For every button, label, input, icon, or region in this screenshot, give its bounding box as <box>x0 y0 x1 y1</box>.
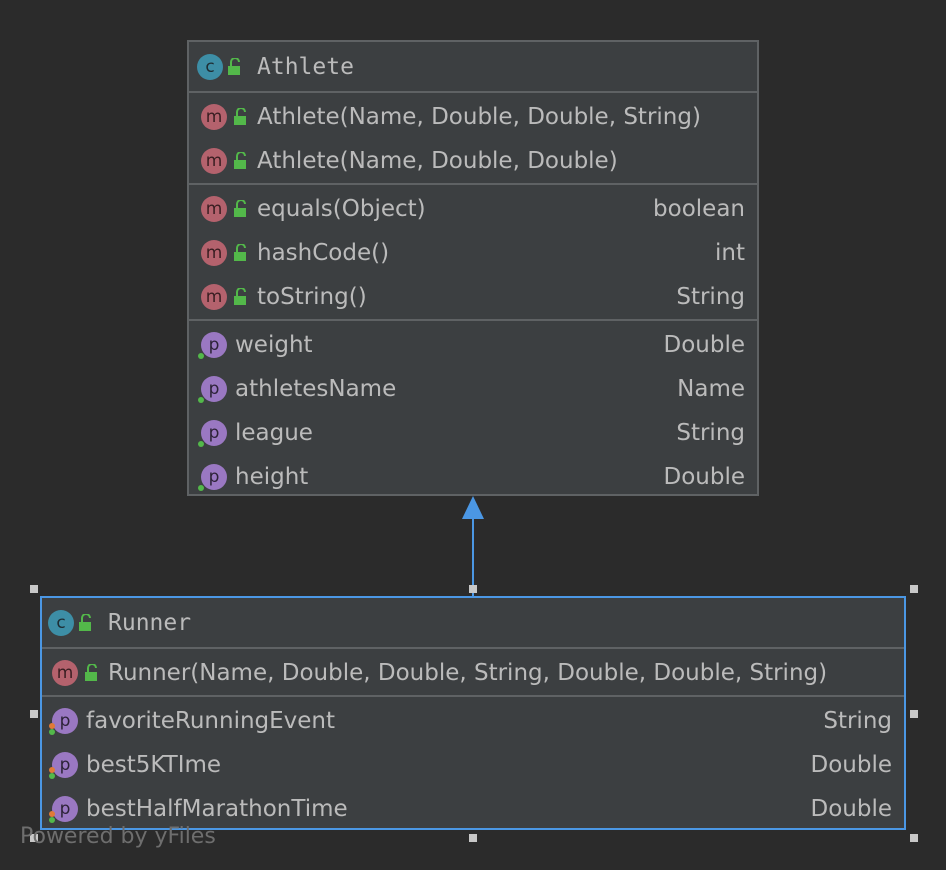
resize-handle-bottom-left[interactable] <box>30 834 38 842</box>
method-name: hashCode() <box>257 240 390 266</box>
property-name: league <box>235 420 313 446</box>
unlocked-padlock-icon <box>234 288 246 305</box>
property-badge-letter: p <box>208 335 220 355</box>
resize-handle-top-right[interactable] <box>910 585 918 593</box>
method-return-type: int <box>715 240 745 266</box>
getter-dot-icon <box>49 773 55 779</box>
resize-handle-middle-left[interactable] <box>30 710 38 718</box>
property-type: Double <box>810 752 893 778</box>
method-return-type: boolean <box>653 196 745 222</box>
constructor-row[interactable]: m Athlete(Name, Double, Double, String) <box>189 95 757 139</box>
unlocked-padlock-icon <box>234 152 246 169</box>
runner-class-node[interactable]: c Runner m Runner(Name, Double, Double, … <box>40 596 906 830</box>
method-icon: m <box>201 148 227 174</box>
unlocked-padlock-icon <box>79 613 91 631</box>
property-row[interactable]: p league String <box>189 411 757 455</box>
constructor-signature: Runner(Name, Double, Double, String, Dou… <box>108 660 828 686</box>
method-row[interactable]: m toString() String <box>189 275 757 319</box>
setter-dot-icon <box>49 811 55 817</box>
resize-handle-top-center[interactable] <box>469 585 477 593</box>
constructor-row[interactable]: m Athlete(Name, Double, Double) <box>189 139 757 183</box>
getter-dot-icon <box>49 729 55 735</box>
property-name: height <box>235 464 309 490</box>
property-badge-letter: p <box>208 467 220 487</box>
runner-properties-section: p favoriteRunningEvent String p best5KTI… <box>42 697 904 831</box>
athlete-class-header: c Athlete <box>189 42 757 93</box>
resize-handle-bottom-right[interactable] <box>910 834 918 842</box>
property-name: best5KTIme <box>86 752 222 778</box>
property-badge-letter: p <box>59 755 71 775</box>
property-icon: p <box>49 752 78 779</box>
unlocked-padlock-icon <box>228 57 240 75</box>
method-row[interactable]: m hashCode() int <box>189 231 757 275</box>
method-icon: m <box>201 196 227 222</box>
property-icon: p <box>198 464 227 491</box>
constructor-signature: Athlete(Name, Double, Double, String) <box>257 104 701 130</box>
yfiles-watermark: Powered by yFiles <box>20 824 216 849</box>
method-icon: m <box>201 284 227 310</box>
method-icon: m <box>52 660 78 686</box>
resize-handle-bottom-center[interactable] <box>469 834 477 842</box>
property-row[interactable]: p height Double <box>189 455 757 499</box>
property-badge-letter: p <box>59 799 71 819</box>
property-icon: p <box>49 708 78 735</box>
property-type: Double <box>663 332 746 358</box>
property-badge-letter: p <box>208 379 220 399</box>
constructor-row[interactable]: m Runner(Name, Double, Double, String, D… <box>42 651 904 695</box>
method-name: equals(Object) <box>257 196 426 222</box>
class-title: Runner <box>108 609 192 636</box>
property-type: String <box>823 708 892 734</box>
constructor-signature: Athlete(Name, Double, Double) <box>257 148 618 174</box>
class-title: Athlete <box>257 53 354 80</box>
property-row[interactable]: p weight Double <box>189 323 757 367</box>
getter-dot-icon <box>198 485 204 491</box>
setter-dot-icon <box>49 723 55 729</box>
runner-class-header: c Runner <box>42 598 904 649</box>
unlocked-padlock-icon <box>234 200 246 217</box>
method-name: toString() <box>257 284 367 310</box>
unlocked-padlock-icon <box>234 244 246 261</box>
property-icon: p <box>198 332 227 359</box>
property-name: bestHalfMarathonTime <box>86 796 348 822</box>
method-icon: m <box>201 240 227 266</box>
class-icon: c <box>48 609 74 636</box>
property-type: Double <box>663 464 746 490</box>
property-type: Double <box>810 796 893 822</box>
property-row[interactable]: p bestHalfMarathonTime Double <box>42 787 904 831</box>
unlocked-padlock-icon <box>85 664 97 681</box>
athlete-properties-section: p weight Double p athletesName Name p le… <box>189 321 757 499</box>
property-name: weight <box>235 332 313 358</box>
property-type: String <box>676 420 745 446</box>
inheritance-arrow-icon <box>462 496 484 519</box>
athlete-class-node[interactable]: c Athlete m Athlete(Name, Double, Double… <box>187 40 759 496</box>
unlocked-padlock-icon <box>234 108 246 125</box>
property-type: Name <box>677 376 745 402</box>
athlete-methods-section: m equals(Object) boolean m hashCode() in… <box>189 185 757 321</box>
method-icon: m <box>201 104 227 130</box>
getter-dot-icon <box>49 817 55 823</box>
runner-constructors-section: m Runner(Name, Double, Double, String, D… <box>42 649 904 697</box>
property-name: athletesName <box>235 376 397 402</box>
property-row[interactable]: p favoriteRunningEvent String <box>42 699 904 743</box>
method-return-type: String <box>676 284 745 310</box>
method-row[interactable]: m equals(Object) boolean <box>189 187 757 231</box>
getter-dot-icon <box>198 397 204 403</box>
getter-dot-icon <box>198 441 204 447</box>
property-icon: p <box>49 796 78 823</box>
getter-dot-icon <box>198 353 204 359</box>
setter-dot-icon <box>49 767 55 773</box>
athlete-constructors-section: m Athlete(Name, Double, Double, String) … <box>189 93 757 185</box>
property-icon: p <box>198 420 227 447</box>
property-row[interactable]: p best5KTIme Double <box>42 743 904 787</box>
property-badge-letter: p <box>208 423 220 443</box>
property-row[interactable]: p athletesName Name <box>189 367 757 411</box>
property-name: favoriteRunningEvent <box>86 708 336 734</box>
property-badge-letter: p <box>59 711 71 731</box>
resize-handle-middle-right[interactable] <box>910 710 918 718</box>
property-icon: p <box>198 376 227 403</box>
resize-handle-top-left[interactable] <box>30 585 38 593</box>
class-icon: c <box>197 53 223 80</box>
